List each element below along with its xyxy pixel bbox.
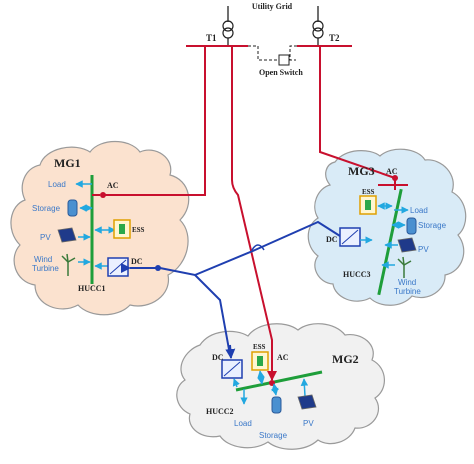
mg3-wind-turbine-icon xyxy=(397,256,412,278)
mg1-storage-label: Storage xyxy=(32,204,61,213)
mg1 xyxy=(57,175,161,284)
mg3-dc-label: DC xyxy=(326,235,338,244)
utility-grid xyxy=(186,6,352,66)
open-switch-icon xyxy=(278,54,290,66)
mg1-title: MG1 xyxy=(54,156,81,170)
t1-transformer-icon xyxy=(222,20,234,32)
mg3-ess-label: ESS xyxy=(362,188,375,196)
mg3-storage-icon xyxy=(406,217,417,235)
mg3-load-label: Load xyxy=(410,206,428,215)
mg2-dc-label: DC xyxy=(212,353,224,362)
mg3-wind-label-1: Wind xyxy=(398,278,416,287)
mg3-title: MG3 xyxy=(348,164,375,178)
mg2-storage-label: Storage xyxy=(259,431,288,440)
mg1-wind-label-2: Turbine xyxy=(32,264,59,273)
mg1-hucc-label: HUCC1 xyxy=(78,284,106,293)
mg3-cloud xyxy=(307,148,467,306)
t2-transformer-icon xyxy=(312,20,324,32)
mg3 xyxy=(339,175,417,296)
open-switch-label: Open Switch xyxy=(259,68,303,77)
ac-feeders xyxy=(103,46,396,375)
mg1-pv-label: PV xyxy=(40,233,51,242)
mg1-ess-label: ESS xyxy=(132,226,145,234)
mg2-storage-icon xyxy=(271,396,282,414)
dc-links xyxy=(159,220,341,356)
mg2-title: MG2 xyxy=(332,352,359,366)
mg2-ac-label: AC xyxy=(277,353,289,362)
t2-label: T2 xyxy=(329,33,340,43)
mg1-ac-label: AC xyxy=(107,181,119,190)
mg1-wind-turbine-icon xyxy=(61,253,76,276)
mg1-dc-label: DC xyxy=(131,257,143,266)
mg3-wind-label-2: Turbine xyxy=(394,287,421,296)
mg2-bus xyxy=(235,370,323,392)
mg2-pv-icon xyxy=(297,394,317,410)
mg3-pv-icon xyxy=(397,237,417,253)
mg2 xyxy=(221,344,323,414)
mg3-storage-label: Storage xyxy=(418,221,447,230)
mg1-storage-icon xyxy=(67,199,78,217)
mg1-pv-icon xyxy=(57,227,77,243)
t1-label: T1 xyxy=(206,33,217,43)
mg2-load-label: Load xyxy=(234,419,252,428)
mg3-hucc-label: HUCC3 xyxy=(343,270,371,279)
mg2-ess-label: ESS xyxy=(253,343,266,351)
utility-grid-label: Utility Grid xyxy=(252,2,293,11)
mg2-hucc-label: HUCC2 xyxy=(206,407,234,416)
mg3-ac-label: AC xyxy=(386,167,398,176)
mg1-wind-label-1: Wind xyxy=(34,255,52,264)
mg2-pv-label: PV xyxy=(303,419,314,428)
mg1-load-label: Load xyxy=(48,180,66,189)
mg3-pv-label: PV xyxy=(418,245,429,254)
